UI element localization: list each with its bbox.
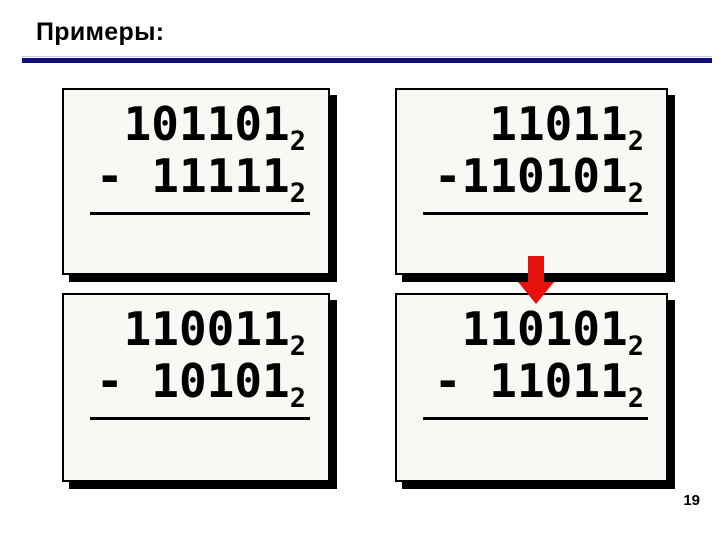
binary-subtraction-lines: 1011012 - 111112 xyxy=(64,97,328,207)
title-separator-line xyxy=(22,58,712,63)
minuend-value: 110011 xyxy=(123,302,290,356)
binary-subtraction-lines: 110112 -1101012 xyxy=(397,97,666,207)
binary-subtraction-lines: 1101012 - 110112 xyxy=(397,302,666,412)
red-down-arrow-icon xyxy=(518,256,554,304)
minuend-line: 1100112 xyxy=(64,302,306,360)
base-subscript: 2 xyxy=(627,178,644,209)
minuend-line: 1101012 xyxy=(397,302,644,360)
minuend-line: 110112 xyxy=(397,97,644,155)
base-subscript: 2 xyxy=(289,126,306,157)
minuend-value: 11011 xyxy=(489,97,628,151)
subtrahend-line: - 110112 xyxy=(397,354,644,412)
example-card-top-left: 1011012 - 111112 xyxy=(62,88,330,275)
subtrahend-value: - 11011 xyxy=(433,354,628,408)
minuend-line: 1011012 xyxy=(64,97,306,155)
difference-rule xyxy=(90,417,310,420)
page-title: Примеры: xyxy=(36,18,165,46)
base-subscript: 2 xyxy=(289,331,306,362)
base-subscript: 2 xyxy=(627,331,644,362)
example-card-bottom-right: 1101012 - 110112 xyxy=(395,293,668,482)
title-separator-light-line xyxy=(22,56,712,57)
subtrahend-value: - 11111 xyxy=(95,149,290,203)
difference-rule xyxy=(90,212,310,215)
example-card-bottom-left: 1100112 - 101012 xyxy=(62,293,330,482)
subtrahend-value: -110101 xyxy=(433,149,628,203)
minuend-value: 110101 xyxy=(461,302,628,356)
arrow-stem xyxy=(528,256,544,282)
example-card-top-right: 110112 -1101012 xyxy=(395,88,668,275)
base-subscript: 2 xyxy=(289,178,306,209)
minuend-value: 101101 xyxy=(123,97,290,151)
binary-subtraction-lines: 1100112 - 101012 xyxy=(64,302,328,412)
subtrahend-line: -1101012 xyxy=(397,149,644,207)
subtrahend-line: - 101012 xyxy=(64,354,306,412)
subtrahend-value: - 10101 xyxy=(95,354,290,408)
base-subscript: 2 xyxy=(627,383,644,414)
base-subscript: 2 xyxy=(289,383,306,414)
page-number: 19 xyxy=(683,492,700,509)
arrow-head xyxy=(518,282,554,304)
difference-rule xyxy=(423,212,648,215)
base-subscript: 2 xyxy=(627,126,644,157)
subtrahend-line: - 111112 xyxy=(64,149,306,207)
difference-rule xyxy=(423,417,648,420)
